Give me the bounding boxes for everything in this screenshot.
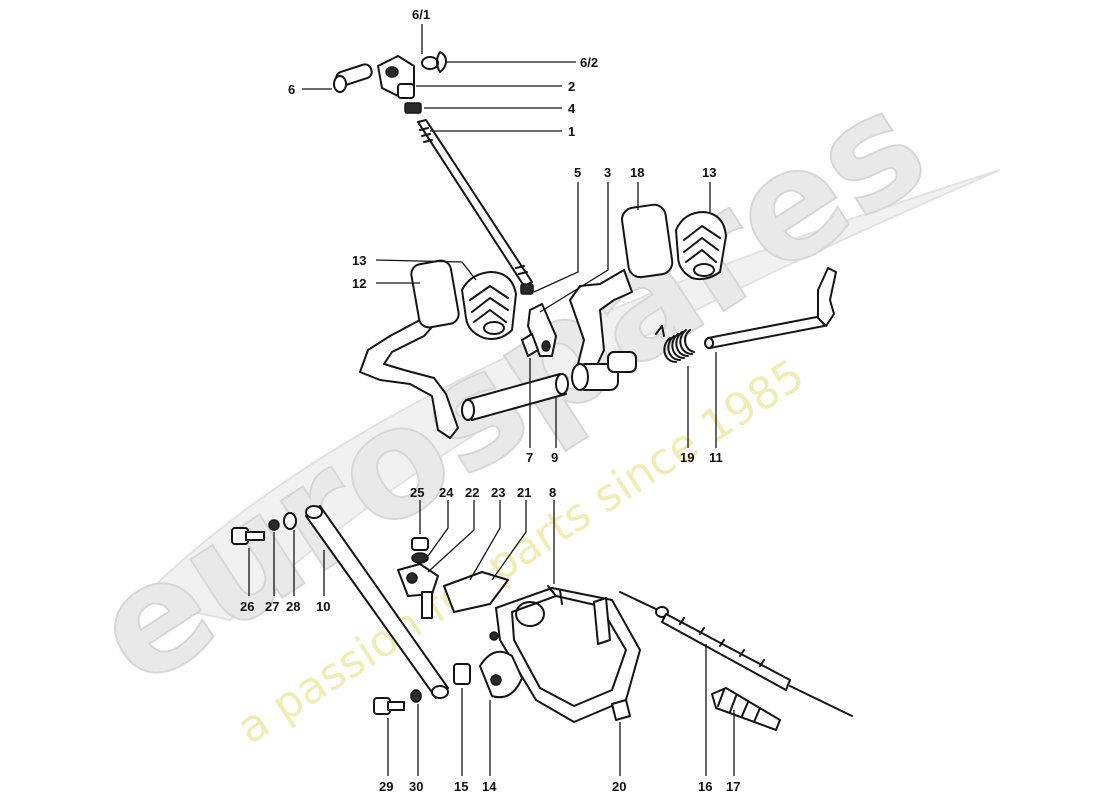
callout-10: 10: [316, 599, 330, 614]
brake-pedal-group: [569, 203, 837, 391]
callout-22: 22: [465, 485, 479, 500]
pushrod-1: [417, 119, 533, 287]
washer-24: [411, 552, 429, 564]
callout-13-right: 13: [702, 165, 716, 180]
cable-16: [619, 591, 853, 717]
boot-17: [711, 687, 781, 731]
leader-lines: [248, 24, 735, 776]
washer-28: [283, 512, 297, 530]
tube-9: [461, 373, 569, 421]
bracket-21: [547, 585, 563, 605]
pin-6: [333, 63, 373, 93]
callout-12: 12: [352, 276, 366, 291]
callout-labels: 6/1 6/2 6 2 4 1 5 3 18 13 13 12 7 9 19 1…: [240, 7, 740, 794]
callout-6-2: 6/2: [580, 55, 598, 70]
callout-15: 15: [454, 779, 468, 794]
plate-23: [443, 571, 509, 613]
callout-29: 29: [379, 779, 393, 794]
clip-6-2: [436, 51, 447, 73]
callout-4: 4: [568, 101, 576, 116]
callout-13-left: 13: [352, 253, 366, 268]
callout-7: 7: [526, 450, 533, 465]
pad-cover-13a: [461, 271, 517, 340]
pedal-base-8: [489, 587, 641, 723]
callout-16: 16: [698, 779, 712, 794]
callout-9: 9: [551, 450, 558, 465]
callout-24: 24: [439, 485, 454, 500]
cam-14: [479, 650, 523, 699]
clevis-2: [377, 55, 415, 99]
callout-27: 27: [265, 599, 279, 614]
shaft-11: [704, 267, 837, 349]
pad-cover-13b: [675, 211, 727, 281]
nut-5: [520, 283, 534, 295]
callout-2: 2: [568, 79, 575, 94]
callout-5: 5: [574, 165, 581, 180]
washer-30: [410, 689, 422, 703]
pushrod-assembly: [333, 51, 533, 287]
callout-18: 18: [630, 165, 644, 180]
watermark-swoosh: [138, 169, 1001, 622]
washer-27: [268, 519, 280, 531]
center-parts: [461, 283, 569, 421]
spring-19: [655, 325, 695, 363]
callout-26: 26: [240, 599, 254, 614]
callout-30: 30: [409, 779, 423, 794]
callout-21: 21: [517, 485, 531, 500]
callout-8: 8: [549, 485, 556, 500]
callout-19: 19: [680, 450, 694, 465]
strut-10: [305, 505, 449, 699]
clutch-pedal-group: [359, 259, 517, 439]
pedal-pad-12: [410, 259, 460, 329]
nut-25: [411, 537, 429, 551]
callout-6-1: 6/1: [412, 7, 430, 22]
pedal-pad-18: [621, 203, 674, 279]
block-15: [453, 663, 471, 685]
callout-14: 14: [482, 779, 497, 794]
callout-6: 6: [288, 82, 295, 97]
lower-parts: [231, 505, 853, 731]
bolt-29: [373, 697, 405, 715]
callout-11: 11: [709, 450, 723, 465]
callout-25: 25: [410, 485, 424, 500]
callout-20: 20: [612, 779, 626, 794]
bolt-26: [231, 527, 265, 545]
clip-7: [521, 333, 539, 357]
washer-6-1: [421, 56, 439, 70]
callout-1: 1: [568, 124, 575, 139]
clip-20: [611, 699, 631, 721]
hub-18: [571, 351, 637, 391]
nut-4: [404, 102, 422, 114]
callout-28: 28: [286, 599, 300, 614]
callout-23: 23: [491, 485, 505, 500]
pedal-arm-12: [359, 305, 459, 439]
callout-17: 17: [726, 779, 740, 794]
callout-3: 3: [604, 165, 611, 180]
